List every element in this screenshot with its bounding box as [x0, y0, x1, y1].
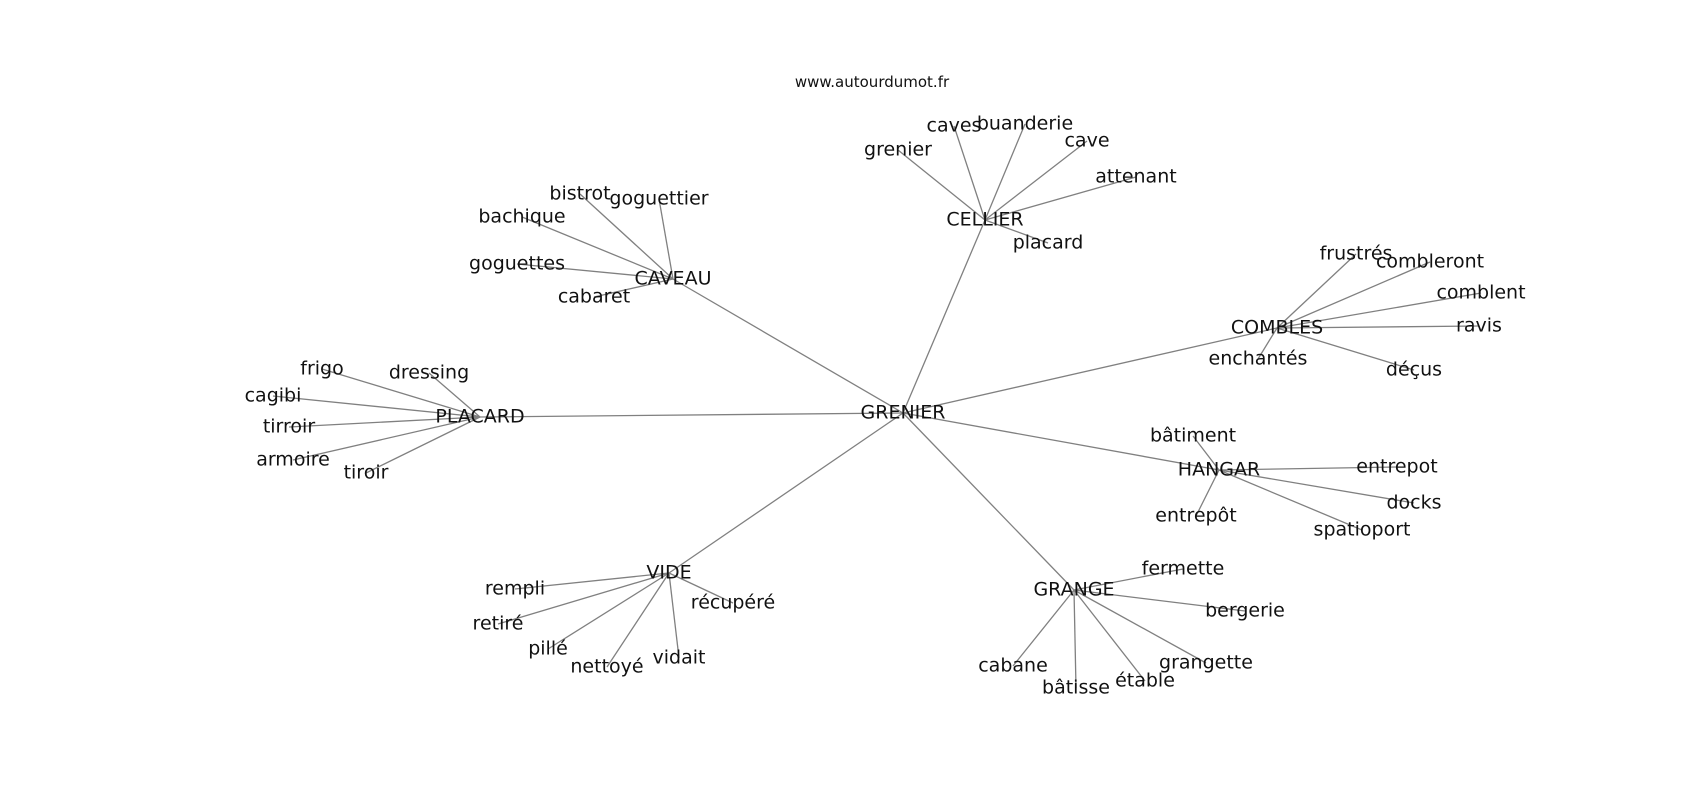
node-spatioport: spatioport — [1314, 519, 1411, 541]
edge-grange-cabane — [1012, 589, 1075, 667]
node-goguettes: goguettes — [469, 253, 565, 275]
node-combles: COMBLES — [1231, 317, 1323, 339]
edge-hangar-batiment — [1192, 435, 1220, 471]
node-cave: cave — [1064, 130, 1109, 152]
node-armoire: armoire — [256, 449, 330, 471]
node-batisse: bâtisse — [1042, 677, 1110, 699]
node-cellier_placard: placard — [1013, 232, 1084, 254]
node-grangette: grangette — [1159, 652, 1253, 674]
node-recupere: récupéré — [691, 592, 775, 614]
edge-hangar-entrepot — [1218, 466, 1398, 471]
edge-vide-retire — [497, 572, 670, 625]
node-bachique: bachique — [478, 206, 565, 228]
edge-combles-combleront — [1276, 261, 1431, 329]
edge-cellier-buanderie — [984, 123, 1026, 221]
node-attenant: attenant — [1095, 166, 1176, 188]
node-dressing: dressing — [389, 362, 469, 384]
node-caveau: CAVEAU — [635, 268, 712, 290]
edge-placard_hub-tirroir — [288, 416, 481, 428]
edge-hangar-entrepot_acc — [1195, 469, 1220, 517]
node-batiment: bâtiment — [1150, 425, 1236, 447]
node-frigo: frigo — [300, 358, 343, 380]
node-tirroir: tirroir — [263, 416, 316, 438]
node-grenier_root: GRENIER — [861, 402, 946, 424]
node-vide: VIDE — [646, 562, 691, 584]
node-bergerie: bergerie — [1205, 600, 1285, 622]
node-entrepot: entrepot — [1356, 456, 1437, 478]
node-cabaret: cabaret — [558, 286, 630, 308]
edge-caveau-goguettier — [658, 198, 674, 280]
edge-placard_hub-tiroir — [365, 416, 481, 474]
node-pille: pillé — [528, 638, 568, 660]
edge-placard_hub-frigo — [321, 368, 481, 418]
edge-grenier_root-combles — [902, 327, 1278, 414]
source-label: www.autourdumot.fr — [795, 73, 950, 91]
edge-hangar-docks — [1218, 469, 1415, 504]
edge-cellier-attenant — [984, 176, 1137, 221]
node-ravis: ravis — [1456, 315, 1502, 337]
node-nettoye: nettoyé — [570, 656, 643, 678]
edge-grenier_root-caveau — [672, 278, 904, 414]
edge-combles-enchantes — [1257, 327, 1278, 360]
edge-grenier_root-cellier — [902, 219, 986, 414]
node-goguettier: goguettier — [609, 188, 708, 210]
node-decus: déçus — [1386, 359, 1442, 381]
node-bistrot: bistrot — [549, 183, 610, 205]
edge-caveau-bistrot — [579, 193, 674, 280]
edge-vide-recupere — [668, 572, 734, 604]
node-frustres: frustrés — [1320, 243, 1393, 265]
node-cagibi: cagibi — [245, 385, 302, 407]
edge-vide-vidait — [668, 572, 680, 659]
edge-placard_hub-dressing — [428, 372, 481, 418]
edge-vide-pille — [547, 572, 670, 650]
edge-cellier-cave — [984, 140, 1088, 221]
node-retire: retiré — [473, 613, 524, 635]
edge-grenier_root-grange — [902, 412, 1075, 591]
edge-cellier-cellier_grenier — [897, 149, 986, 221]
edges-layer — [272, 123, 1482, 689]
edge-grenier_root-hangar — [902, 412, 1220, 471]
node-placard_hub: PLACARD — [435, 406, 524, 428]
node-enchantes: enchantés — [1209, 348, 1308, 370]
node-cellier_grenier: grenier — [864, 139, 932, 161]
edge-combles-frustres — [1276, 253, 1357, 329]
edge-vide-rempli — [514, 572, 670, 590]
node-cabane: cabane — [978, 655, 1048, 677]
edge-cellier-caves — [953, 125, 986, 221]
edge-combles-decus — [1276, 327, 1415, 371]
node-tiroir: tiroir — [344, 462, 389, 484]
edge-grange-batisse — [1073, 589, 1077, 689]
edge-grange-etable — [1073, 589, 1146, 682]
node-buanderie: buanderie — [977, 113, 1073, 135]
node-fermette: fermette — [1142, 558, 1225, 580]
node-rempli: rempli — [485, 578, 545, 600]
nodes-layer: GRENIER CELLIER CAVEAU COMBLES PLACARD HANGAR… — [245, 113, 1526, 699]
node-etable: étable — [1115, 670, 1175, 692]
edge-placard_hub-cagibi — [272, 395, 481, 418]
edge-cellier-cellier_placard — [984, 219, 1049, 244]
node-caves: caves — [927, 115, 982, 137]
node-grange: GRANGE — [1033, 579, 1114, 601]
node-vidait: vidait — [653, 647, 706, 669]
node-comblent: comblent — [1436, 282, 1525, 304]
edge-grenier_root-vide — [668, 412, 904, 574]
node-docks: docks — [1386, 492, 1441, 514]
edge-combles-ravis — [1276, 325, 1480, 329]
edge-vide-nettoye — [606, 572, 670, 668]
edge-grange-grangette — [1073, 589, 1207, 664]
node-combleront: combleront — [1376, 251, 1484, 273]
edge-grange-bergerie — [1073, 589, 1246, 612]
edge-caveau-bachique — [521, 216, 674, 280]
node-cellier: CELLIER — [946, 209, 1023, 231]
edge-placard_hub-armoire — [292, 416, 481, 461]
edge-grenier_root-placard_hub — [479, 412, 904, 418]
edge-hangar-spatioport — [1218, 469, 1363, 531]
edge-caveau-cabaret — [593, 278, 674, 298]
edge-grange-fermette — [1073, 568, 1184, 591]
edge-caveau-goguettes — [516, 263, 674, 280]
node-hangar: HANGAR — [1178, 459, 1260, 481]
node-entrepot_acc: entrepôt — [1155, 505, 1236, 527]
edge-combles-comblent — [1276, 292, 1482, 329]
